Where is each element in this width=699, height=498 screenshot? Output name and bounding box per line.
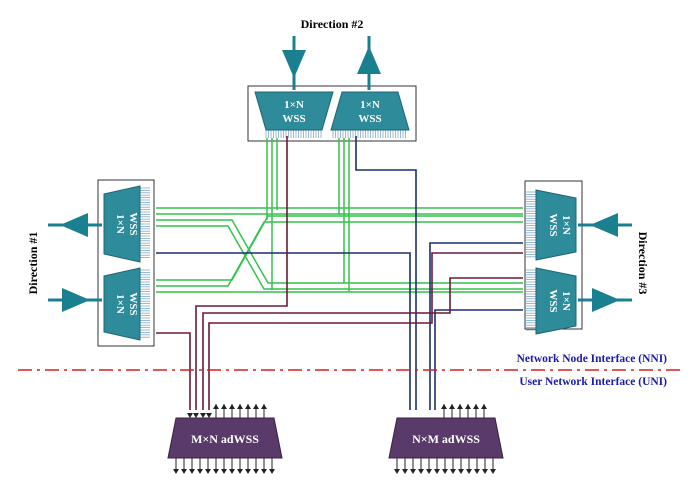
wss-label-line2: WSS xyxy=(358,113,381,125)
green-fiber xyxy=(156,221,523,287)
adwss-output-arrow-icon xyxy=(465,404,471,409)
wss-label-line1: 1×N xyxy=(284,99,304,111)
navy-fiber xyxy=(429,242,523,410)
wss-block-direction-2-output: 1×N WSS xyxy=(330,91,410,131)
green-fiber xyxy=(156,219,523,284)
adwss-output-arrow-icon xyxy=(457,404,463,409)
wss-label-line2: WSS xyxy=(127,292,139,315)
direction-2-output-arrow-icon xyxy=(357,36,381,90)
maroon-fiber xyxy=(156,332,191,410)
direction-3-output-arrow-icon xyxy=(578,288,632,312)
green-fiber-group xyxy=(156,138,523,293)
adwss-output-arrow-icon xyxy=(253,404,259,409)
adwss-block-mxn: M×N adWSS xyxy=(167,417,283,459)
wss-block-direction-3-top: 1×N WSS xyxy=(535,189,577,261)
adwss-drop-arrow-icon xyxy=(205,469,211,474)
adwss-output-arrow-icon xyxy=(473,404,479,409)
adwss-output-arrow-icon xyxy=(237,404,243,409)
direction-2-input-arrow-icon xyxy=(282,36,306,90)
adwss-drop-arrow-icon xyxy=(173,469,179,474)
adwss-drop-arrow-icon xyxy=(490,469,496,474)
wss-block-direction-1-top: 1×N WSS xyxy=(103,185,141,263)
adwss-port-arrows xyxy=(173,404,496,474)
wss-label-line1: 1×N xyxy=(360,99,380,111)
wss-label-line1: 1×N xyxy=(560,291,572,311)
adwss-input-arrow-icon xyxy=(206,413,212,418)
adwss-output-arrow-icon xyxy=(245,404,251,409)
direction-3-input-arrow-icon xyxy=(578,213,632,237)
adwss-output-arrow-icon xyxy=(441,404,447,409)
adwss-output-arrow-icon xyxy=(221,404,227,409)
adwss-output-arrow-icon xyxy=(229,404,235,409)
adwss-drop-arrow-icon xyxy=(253,469,259,474)
adwss-drop-arrow-icon xyxy=(402,469,408,474)
direction-1-wss-box xyxy=(97,179,155,347)
adwss-drop-arrow-icon xyxy=(418,469,424,474)
uni-label: User Network Interface (UNI) xyxy=(519,376,667,388)
adwss-drop-arrow-icon xyxy=(245,469,251,474)
navy-fiber xyxy=(355,136,417,410)
direction-2-wss-box xyxy=(247,85,417,142)
wss-label-line2: WSS xyxy=(547,289,559,312)
adwss-output-arrow-icon xyxy=(449,404,455,409)
adwss-drop-arrow-icon xyxy=(426,469,432,474)
adwss-drop-arrow-icon xyxy=(261,469,267,474)
adwss-drop-arrow-icon xyxy=(466,469,472,474)
adwss-drop-arrow-icon xyxy=(197,469,203,474)
adwss-drop-arrow-icon xyxy=(394,469,400,474)
adwss-mxn-label: M×N adWSS xyxy=(191,432,259,446)
adwss-input-arrow-icon xyxy=(187,413,193,418)
wss-port-lines xyxy=(140,130,536,338)
adwss-output-arrow-icon xyxy=(481,404,487,409)
wss-label-line2: WSS xyxy=(127,212,139,235)
wss-label-line1: 1×N xyxy=(114,294,126,314)
direction-2-arrows xyxy=(282,36,381,90)
adwss-input-arrow-icon xyxy=(200,413,206,418)
adwss-drop-arrow-icon xyxy=(269,469,275,474)
adwss-drop-arrow-icon xyxy=(213,469,219,474)
adwss-drop-arrow-icon xyxy=(482,469,488,474)
adwss-input-arrow-icon xyxy=(193,413,199,418)
adwss-drop-arrow-icon xyxy=(221,469,227,474)
maroon-fiber xyxy=(202,277,523,410)
direction-1-arrows xyxy=(48,213,102,312)
navy-fiber xyxy=(434,309,523,410)
adwss-output-arrow-icon xyxy=(261,404,267,409)
adwss-drop-arrow-icon xyxy=(442,469,448,474)
navy-fiber xyxy=(156,252,411,410)
adwss-output-arrow-icon xyxy=(213,404,219,409)
green-fiber xyxy=(156,225,523,290)
wss-label-line2: WSS xyxy=(282,113,305,125)
adwss-drop-arrow-icon xyxy=(181,469,187,474)
wss-label-line1: 1×N xyxy=(114,214,126,234)
direction-1-output-arrow-icon xyxy=(48,213,102,237)
direction-3-arrows xyxy=(578,213,632,312)
adwss-drop-arrow-icon xyxy=(434,469,440,474)
navy-fiber-group xyxy=(156,136,523,410)
maroon-fiber xyxy=(195,136,288,410)
wss-block-direction-3-bottom: 1×N WSS xyxy=(535,267,577,335)
adwss-drop-arrow-icon xyxy=(474,469,480,474)
adwss-block-nxm: N×M adWSS xyxy=(388,417,504,459)
adwss-drop-arrow-icon xyxy=(229,469,235,474)
adwss-drop-arrow-icon xyxy=(458,469,464,474)
wss-label-line2: WSS xyxy=(547,213,559,236)
direction-3-label: Direction #3 xyxy=(636,232,650,295)
maroon-fiber-group xyxy=(156,136,523,410)
nni-label: Network Node Interface (NNI) xyxy=(517,353,668,365)
wss-block-direction-2-input: 1×N WSS xyxy=(254,91,334,131)
wss-label-line1: 1×N xyxy=(560,215,572,235)
maroon-fiber xyxy=(208,252,523,410)
adwss-drop-arrow-icon xyxy=(410,469,416,474)
direction-1-input-arrow-icon xyxy=(48,288,102,312)
adwss-drop-arrow-icon xyxy=(189,469,195,474)
direction-2-label: Direction #2 xyxy=(301,17,364,31)
wss-block-direction-1-bottom: 1×N WSS xyxy=(103,267,141,341)
adwss-drop-arrow-icon xyxy=(450,469,456,474)
direction-1-label: Direction #1 xyxy=(26,232,40,295)
adwss-drop-arrow-icon xyxy=(237,469,243,474)
adwss-nxm-label: N×M adWSS xyxy=(412,432,480,446)
